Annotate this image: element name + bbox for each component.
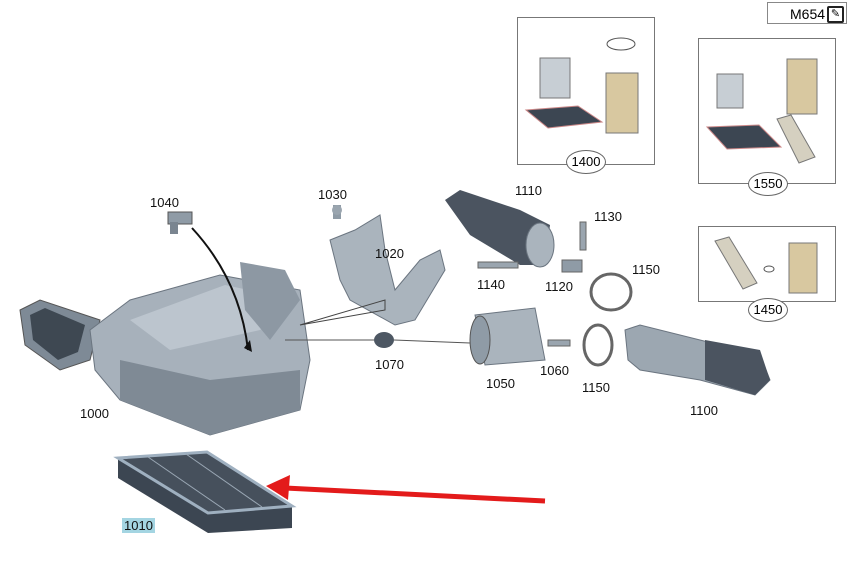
part-label-1020[interactable]: 1020 bbox=[375, 246, 404, 261]
part-label-1010-highlighted[interactable]: 1010 bbox=[122, 518, 155, 533]
engine-code: M654 bbox=[790, 6, 826, 22]
part-label-1040[interactable]: 1040 bbox=[150, 195, 179, 210]
clamp-1150-bottom bbox=[582, 323, 614, 367]
part-label-1070[interactable]: 1070 bbox=[375, 357, 404, 372]
part-label-1100[interactable]: 1100 bbox=[690, 403, 718, 418]
part-label-1150-bottom[interactable]: 1150 bbox=[582, 380, 610, 395]
kit-box-1450 bbox=[698, 226, 836, 302]
screw-1060 bbox=[547, 339, 571, 347]
part-label-1140[interactable]: 1140 bbox=[477, 277, 505, 292]
bolt-1130 bbox=[579, 221, 587, 251]
edit-icon[interactable]: ✎ bbox=[827, 6, 844, 23]
kit-label-1550[interactable]: 1550 bbox=[748, 172, 788, 196]
part-label-1060[interactable]: 1060 bbox=[540, 363, 569, 378]
part-label-1000[interactable]: 1000 bbox=[80, 406, 109, 421]
sensor-1040 bbox=[167, 211, 193, 234]
kit-box-1550 bbox=[698, 38, 836, 184]
part-label-1030[interactable]: 1030 bbox=[318, 187, 347, 202]
kit-label-1450[interactable]: 1450 bbox=[748, 298, 788, 322]
clamp-1150-top bbox=[589, 272, 633, 312]
air-filter-housing bbox=[19, 262, 311, 436]
engine-code-box[interactable]: M654 ✎ bbox=[767, 2, 847, 24]
grommet-1070 bbox=[374, 332, 394, 348]
kit-box-1400 bbox=[517, 17, 655, 165]
kit-label-1400[interactable]: 1400 bbox=[566, 150, 606, 174]
intake-pipe-1100 bbox=[624, 324, 771, 396]
kit-1400-artwork bbox=[524, 37, 639, 134]
part-label-1130[interactable]: 1130 bbox=[594, 209, 622, 224]
part-label-1110[interactable]: 1110 bbox=[515, 183, 542, 198]
bolt-1140 bbox=[477, 261, 519, 269]
sensor-pointer-arrow bbox=[191, 227, 249, 351]
intake-hose-1110 bbox=[445, 190, 555, 268]
air-filter-element-1010 bbox=[113, 450, 297, 533]
part-label-1050[interactable]: 1050 bbox=[486, 376, 515, 391]
part-label-1150-top[interactable]: 1150 bbox=[632, 262, 660, 277]
mass-air-flow-sensor-1050 bbox=[469, 307, 546, 366]
kit-1550-artwork bbox=[705, 58, 818, 164]
part-label-1120[interactable]: 1120 bbox=[545, 279, 573, 294]
bracket-1020 bbox=[329, 214, 446, 326]
red-pointer-arrow bbox=[266, 475, 546, 504]
bolt-1030 bbox=[332, 205, 342, 215]
part-1120 bbox=[561, 259, 583, 273]
kit-1450-artwork bbox=[714, 236, 818, 294]
